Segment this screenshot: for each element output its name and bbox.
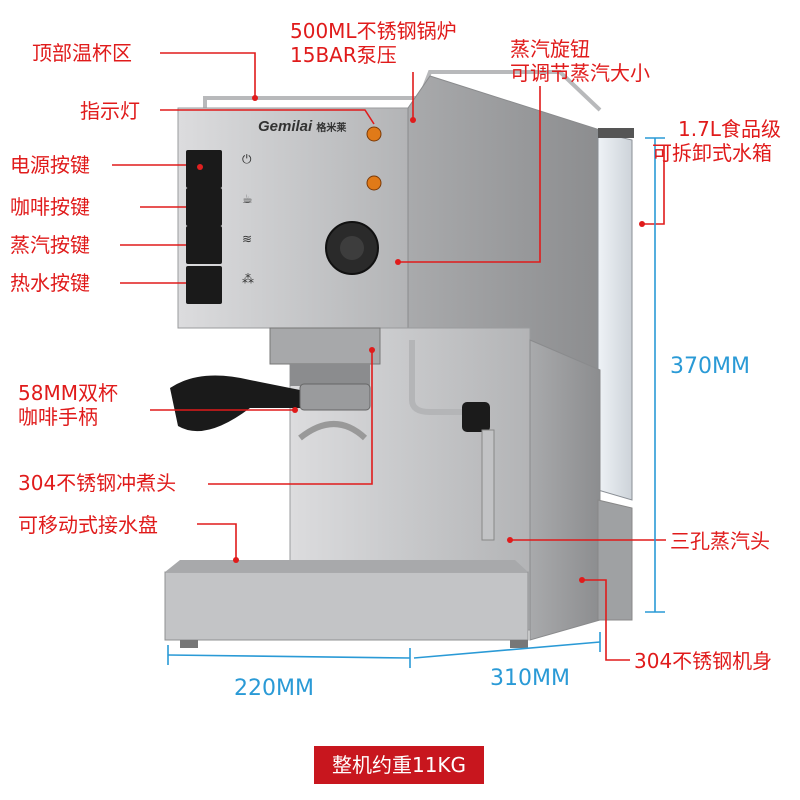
label-coffee-key: 咖啡按键 [10,195,90,219]
leader-lines [112,52,666,661]
water-tank [597,131,633,501]
water-drops-icon: ⁂ [242,272,254,286]
foot-left [180,640,198,648]
portafilter-basket [299,383,371,411]
label-indicator: 指示灯 [80,99,140,123]
dimension-lines [167,137,665,668]
steam-knob-center [340,236,364,260]
dimension-depth: 310MM [490,666,570,691]
label-portafilter-line1: 58MM双杯 [18,381,118,405]
dimension-width: 220MM [234,676,314,701]
drip-tray [164,571,529,641]
power-led [197,164,203,170]
power-icon: ⏻ [242,152,252,166]
brand-logo: Gemilai 格米莱 [258,118,346,135]
label-body: 304不锈钢机身 [634,649,773,673]
water-tank-lid [598,128,634,138]
label-hot-water-key: 热水按键 [10,271,90,295]
portafilter-handle [170,375,330,432]
coffee-switch [186,188,222,226]
dimension-height: 370MM [670,354,750,379]
label-steam-knob-line2: 可调节蒸汽大小 [510,61,650,85]
label-steam-knob-line1: 蒸汽旋钮 [510,37,590,61]
tank-base [597,499,633,621]
label-boiler-line1: 500ML不锈钢锅炉 [290,19,457,43]
leader-dots [233,95,645,583]
drip-tray-grate [165,560,528,572]
weight-badge: 整机约重11KG [314,746,484,784]
steam-wand-grip [462,402,490,432]
steam-pipe [409,340,470,415]
label-tank-line1: 1.7L食品级 [678,117,781,141]
lower-body-side [529,339,601,641]
label-steam-wand: 三孔蒸汽头 [670,529,770,553]
indicator-light-bottom [366,175,382,191]
foot-right [510,640,528,648]
label-tank-line2: 可拆卸式水箱 [652,141,772,165]
label-drip-tray: 可移动式接水盘 [18,513,158,537]
label-brew-head: 304不锈钢冲煮头 [18,471,177,495]
steam-icon: ≋ [242,232,252,246]
label-top-cup-warmer: 顶部温杯区 [32,41,132,65]
steam-wand [481,429,495,541]
power-switch [186,150,222,188]
brand-name-cn: 格米莱 [316,123,347,134]
brew-group [269,327,381,365]
brew-head [290,364,370,386]
steam-switch [186,226,222,264]
indicator-light-top [366,126,382,142]
label-portafilter-line2: 咖啡手柄 [18,405,98,429]
label-boiler-line2: 15BAR泵压 [290,43,397,67]
hot-water-switch [186,266,222,304]
cup-icon: ☕ [242,192,253,206]
brand-name: Gemilai [258,118,313,135]
portafilter-spout [298,421,368,441]
label-power-key: 电源按键 [10,153,90,177]
label-steam-key: 蒸汽按键 [10,233,90,257]
button-panel: ⏻ ☕ ≋ ⁂ [186,150,254,304]
